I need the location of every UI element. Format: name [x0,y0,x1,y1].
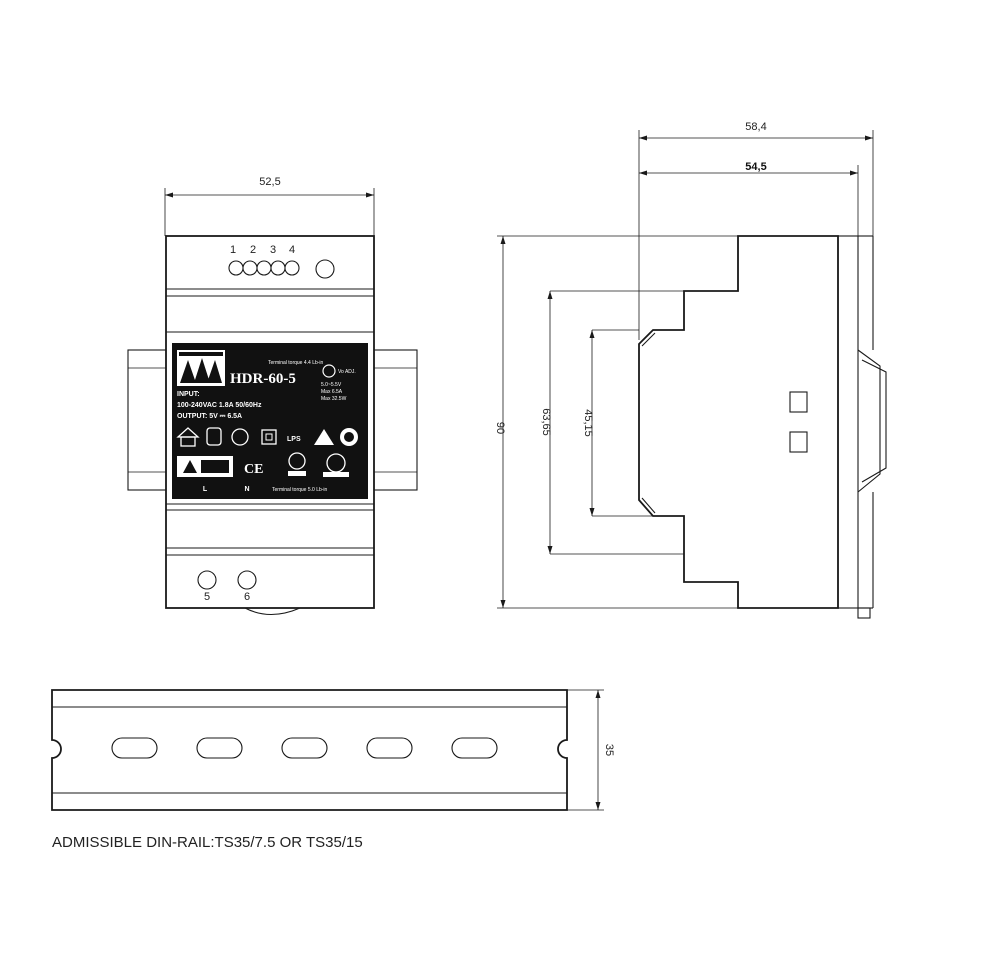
terminal-label-2: 2 [250,244,256,256]
din-clip-icon [857,349,881,493]
label-l: L [203,486,208,493]
lps-mark: LPS [287,436,301,443]
dim-58-4: 58,4 [745,121,766,133]
vo-adj-icon [322,364,336,378]
bottom-terminals: 5 6 [197,570,257,603]
din-rail-caption: ADMISSIBLE DIN-RAIL:TS35/7.5 OR TS35/15 [52,834,363,851]
top-terminals: 1 2 3 4 [228,244,335,279]
front-width-label: 52,5 [259,176,280,188]
side-step-dimension: 63,65 [540,290,684,555]
front-width-dimension: 52,5 [164,176,375,236]
ce-mark: CE [244,462,263,477]
side-profile [638,235,887,619]
dim-63-65: 63,65 [540,408,552,436]
side-vent-lower [789,431,808,453]
house-icon [176,427,200,447]
side-view: 58,4 54,5 90 63,65 [494,121,887,619]
rail-slot-2 [196,737,243,759]
terminal-label-3: 3 [270,244,276,256]
side-width-dimensions: 58,4 54,5 [638,121,874,340]
dim-90: 90 [494,422,506,434]
class-ii-icon [261,429,277,445]
product-label: Terminal torque 4.4 Lb-in HDR-60-5 Vo AD… [172,343,368,499]
side-vent-upper [789,391,808,413]
dim-54-5: 54,5 [745,161,766,173]
vo-adj-label: Vo ADJ. [338,369,356,375]
rail-slot-3 [281,737,328,759]
rail-height-label: 35 [603,744,615,756]
dim-45-15: 45,15 [582,409,594,437]
no-load-icon [231,428,249,446]
output-text: OUTPUT: 5V ⎓ 6.5A [177,413,242,420]
input-title: INPUT: [177,391,200,398]
input-text: 100-240VAC 1.8A 50/60Hz [177,402,262,409]
rail-slot-5 [451,737,498,759]
side-inner-dimension: 45,15 [582,329,653,517]
din-rail: 35 ADMISSIBLE DIN-RAIL:TS35/7.5 OR TS35/… [51,689,615,851]
terminal-label-4: 4 [289,244,295,256]
front-housing [165,235,375,616]
terminal-label-6: 6 [244,591,250,603]
terminal-label-1: 1 [230,244,236,256]
model-name: HDR-60-5 [230,371,296,387]
spec-line-2: Max 6.5A [321,389,343,395]
rail-slot-1 [111,737,158,759]
brand-logo-icon [179,352,223,383]
torque-top-text: Terminal torque 4.4 Lb-in [268,360,324,366]
label-n: N [244,486,249,493]
terminal-label-5: 5 [204,591,210,603]
front-view: 52,5 1 2 3 [127,176,418,616]
ul-recognized-icon [288,452,306,470]
ul-listed-icon [323,453,349,477]
fuse-icon [206,427,222,446]
warning-triangle-icon [314,429,334,445]
spec-line-3: Max 32.5W [321,396,347,402]
adj-pot-icon [315,259,335,279]
spec-line-1: 5.0~5.5V [321,382,342,388]
torque-bottom-text: Terminal torque 5.0 Lb-in [272,487,328,493]
rail-slot-4 [366,737,413,759]
